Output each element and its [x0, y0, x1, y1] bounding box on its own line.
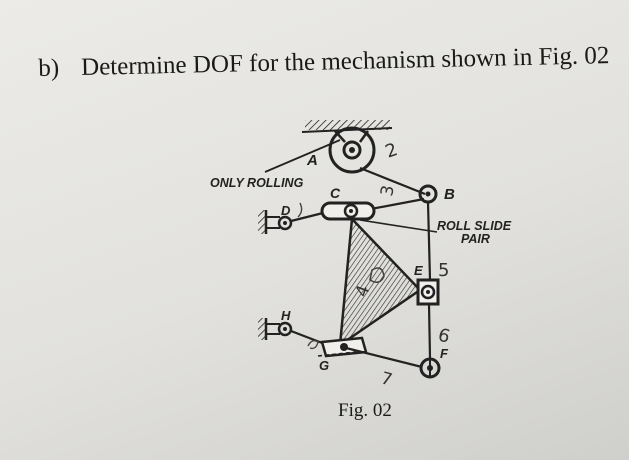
- triangle-scribble: [369, 267, 385, 284]
- wheel-a: [328, 126, 376, 174]
- link-number-7: 7: [379, 369, 395, 391]
- link-e-f: [427, 303, 432, 359]
- label-roll-slide-1: ROLL SLIDE: [437, 219, 512, 233]
- joint-f: [419, 356, 441, 379]
- scribble-h: [307, 339, 319, 350]
- leader-only-rolling: [264, 139, 341, 173]
- pivot-h: [258, 318, 293, 340]
- label-b: B: [444, 186, 455, 203]
- ground-hatch-top: [305, 120, 390, 130]
- ground-top: [301, 120, 393, 143]
- label-c: C: [330, 185, 341, 201]
- label-e: E: [414, 263, 423, 278]
- slot-c: [320, 201, 376, 221]
- label-only-rolling: ONLY ROLLING: [210, 176, 304, 190]
- label-f: F: [440, 346, 449, 361]
- slider-g: [317, 336, 368, 358]
- label-d: D: [281, 203, 291, 218]
- link-number-6: 6: [436, 325, 452, 348]
- pivot-d: [258, 210, 293, 234]
- link-2: [359, 166, 426, 196]
- link-number-5: 5: [438, 260, 449, 281]
- scribble-d: [297, 202, 303, 218]
- link-b-e: [426, 201, 432, 281]
- link-number-2: 2: [383, 139, 401, 163]
- label-g: G: [319, 358, 329, 373]
- label-a: A: [306, 152, 318, 169]
- figure-caption: Fig. 02: [338, 400, 392, 421]
- label-h: H: [281, 308, 291, 323]
- label-roll-slide-2: PAIR: [461, 232, 490, 246]
- link-d-c: [290, 211, 324, 223]
- slider-e: [416, 278, 440, 306]
- leader-roll-slide: [359, 219, 438, 233]
- link-number-3: 3: [377, 184, 399, 198]
- link-g-f: [345, 346, 423, 369]
